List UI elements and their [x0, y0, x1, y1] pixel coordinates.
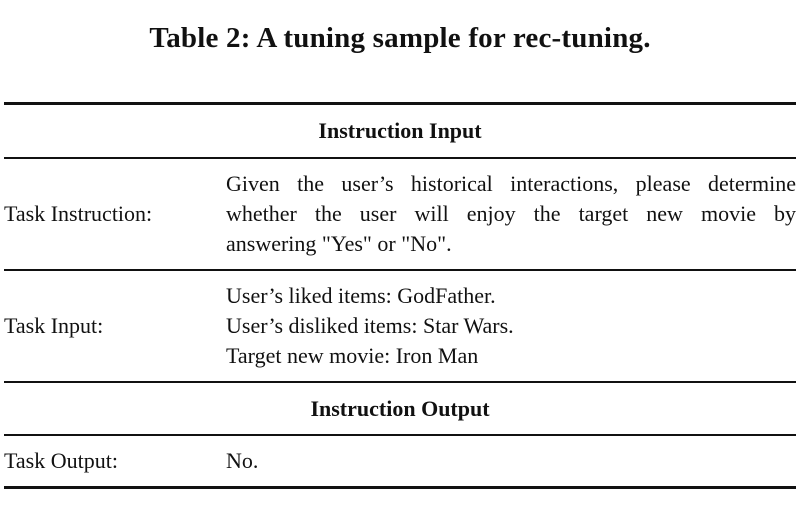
- task-instruction-value: Given the user’s historical interactions…: [226, 169, 796, 259]
- task-input-row: Task Input: User’s liked items: GodFathe…: [4, 271, 796, 381]
- rule-below-task-instruction: [4, 269, 796, 271]
- task-instruction-row: Task Instruction: Given the user’s histo…: [4, 159, 796, 269]
- task-input-label: Task Input:: [4, 313, 104, 338]
- task-output-label: Task Output:: [4, 448, 118, 473]
- rule-below-task-input: [4, 381, 796, 383]
- instruction-input-header: Instruction Input: [318, 118, 482, 143]
- table-caption: Table 2: A tuning sample for rec-tuning.: [149, 22, 651, 54]
- task-output-value: No.: [226, 448, 259, 473]
- bottom-rule: [4, 486, 796, 489]
- task-instruction-label: Task Instruction:: [4, 201, 153, 226]
- task-output-row: Task Output: No.: [4, 436, 796, 486]
- top-rule: [4, 102, 796, 105]
- instruction-output-header: Instruction Output: [310, 395, 490, 421]
- tuning-sample-table: Instruction Input Task Instruction: Give…: [4, 102, 796, 489]
- task-instruction-line-2: whether the user will enjoy the target n…: [226, 201, 796, 226]
- rule-below-output-header: [4, 434, 796, 436]
- task-input-value: User’s liked items: GodFather. User’s di…: [226, 281, 796, 371]
- task-input-line-3: Target new movie: Iron Man: [226, 343, 479, 368]
- task-input-line-2: User’s disliked items: Star Wars.: [226, 313, 514, 338]
- task-instruction-line-3: answering "Yes" or "No".: [226, 231, 452, 256]
- task-instruction-line-1: Given the user’s historical interactions…: [226, 171, 796, 196]
- rule-below-input-header: [4, 157, 796, 159]
- task-input-line-1: User’s liked items: GodFather.: [226, 283, 496, 308]
